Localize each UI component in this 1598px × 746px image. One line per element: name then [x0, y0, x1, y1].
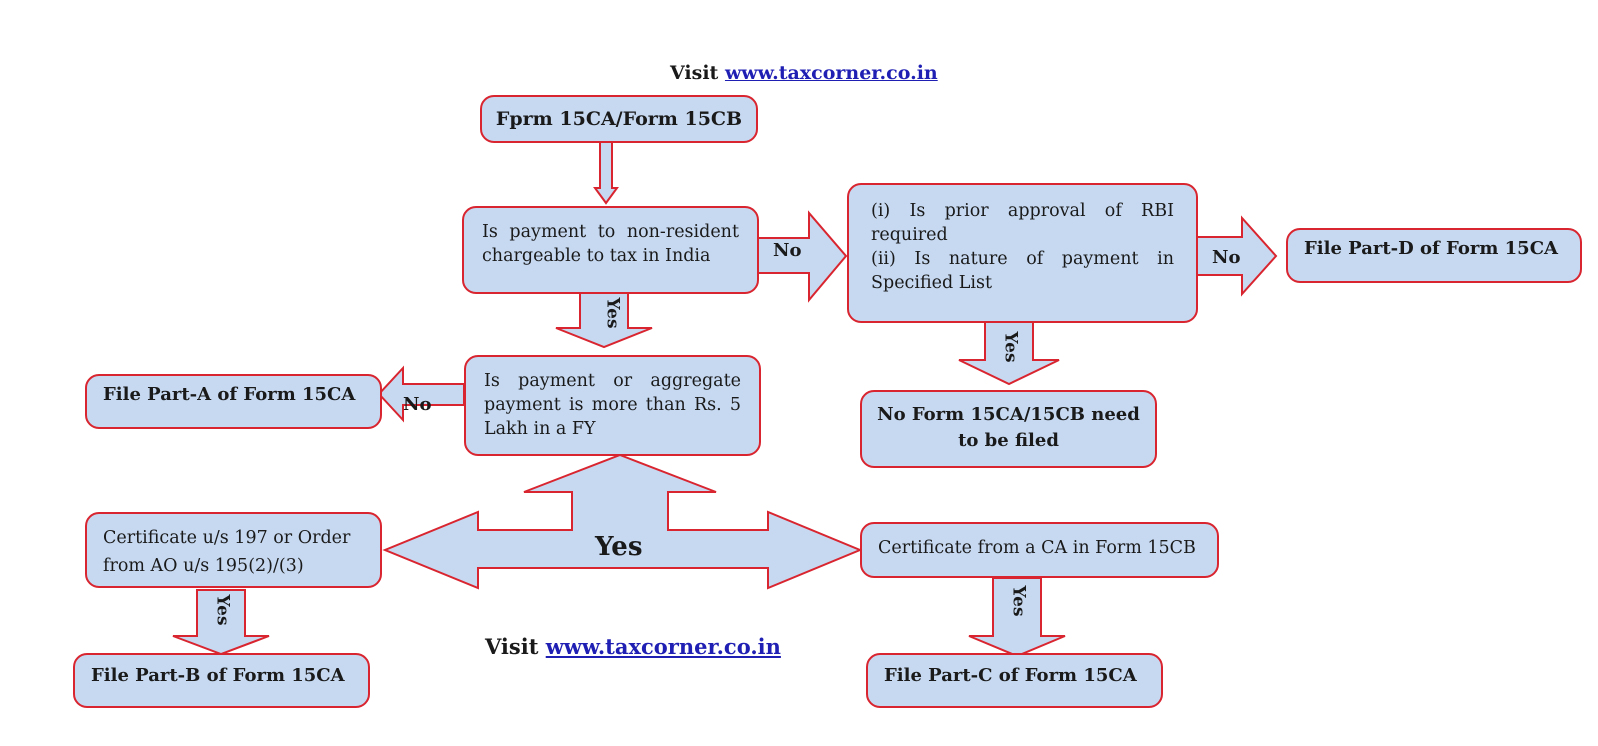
- footer-visit-link[interactable]: www.taxcorner.co.in: [545, 634, 781, 659]
- part-c-box: File Part-C of Form 15CA: [866, 653, 1163, 708]
- arrow-big-yes: [382, 453, 863, 590]
- label-no-rbi: No: [1212, 247, 1241, 268]
- label-yes-chargeable: Yes: [602, 297, 623, 329]
- part-d-box: File Part-D of Form 15CA: [1286, 228, 1582, 283]
- label-yes-certca: Yes: [1008, 585, 1029, 617]
- cert-ca-text: Certificate from a CA in Form 15CB: [878, 538, 1196, 558]
- question-amount-text: Is payment or aggregate payment is more …: [484, 371, 741, 439]
- question-chargeable-box: Is payment to non-resident chargeable to…: [462, 206, 759, 294]
- arrow-amount-no: [377, 365, 465, 423]
- question-rbi-line2: (ii) Is nature of payment in Specified L…: [871, 249, 1174, 293]
- arrow-start-to-chargeable: [593, 141, 619, 205]
- arrow-cert197-yes: [172, 589, 270, 656]
- question-chargeable-text: Is payment to non-resident chargeable to…: [482, 222, 739, 266]
- label-yes-rbi: Yes: [1000, 331, 1021, 363]
- footer-visit-prefix: Visit: [485, 634, 539, 659]
- arrow-certca-yes: [968, 577, 1066, 658]
- no-form-label: No Form 15CA/15CB need to be filed: [877, 404, 1140, 451]
- label-yes-big: Yes: [595, 532, 643, 562]
- cert-ca-box: Certificate from a CA in Form 15CB: [860, 522, 1219, 578]
- part-c-label: File Part-C of Form 15CA: [884, 665, 1137, 686]
- footer-visit: Visit www.taxcorner.co.in: [485, 634, 781, 659]
- arrow-rbi-yes: [958, 316, 1060, 386]
- part-b-label: File Part-B of Form 15CA: [91, 665, 345, 686]
- part-d-label: File Part-D of Form 15CA: [1304, 238, 1558, 259]
- part-a-label: File Part-A of Form 15CA: [103, 384, 356, 405]
- header-visit-link[interactable]: www.taxcorner.co.in: [724, 62, 938, 84]
- header-visit: Visit www.taxcorner.co.in: [670, 62, 938, 84]
- question-rbi-line1: (i) Is prior approval of RBI required: [871, 201, 1174, 245]
- start-box-label: Fprm 15CA/Form 15CB: [495, 108, 743, 130]
- cert-197-box: Certificate u/s 197 or Order from AO u/s…: [85, 512, 382, 588]
- label-no-chargeable: No: [773, 240, 802, 261]
- label-no-amount: No: [403, 394, 432, 415]
- cert-197-text: Certificate u/s 197 or Order from AO u/s…: [103, 528, 351, 576]
- header-visit-prefix: Visit: [670, 62, 719, 84]
- question-rbi-box: (i) Is prior approval of RBI required (i…: [847, 183, 1198, 323]
- part-b-box: File Part-B of Form 15CA: [73, 653, 370, 708]
- question-amount-box: Is payment or aggregate payment is more …: [464, 355, 761, 456]
- no-form-box: No Form 15CA/15CB need to be filed: [860, 390, 1157, 468]
- part-a-box: File Part-A of Form 15CA: [85, 374, 382, 429]
- label-yes-cert197: Yes: [212, 594, 233, 626]
- start-box: Fprm 15CA/Form 15CB: [480, 95, 758, 143]
